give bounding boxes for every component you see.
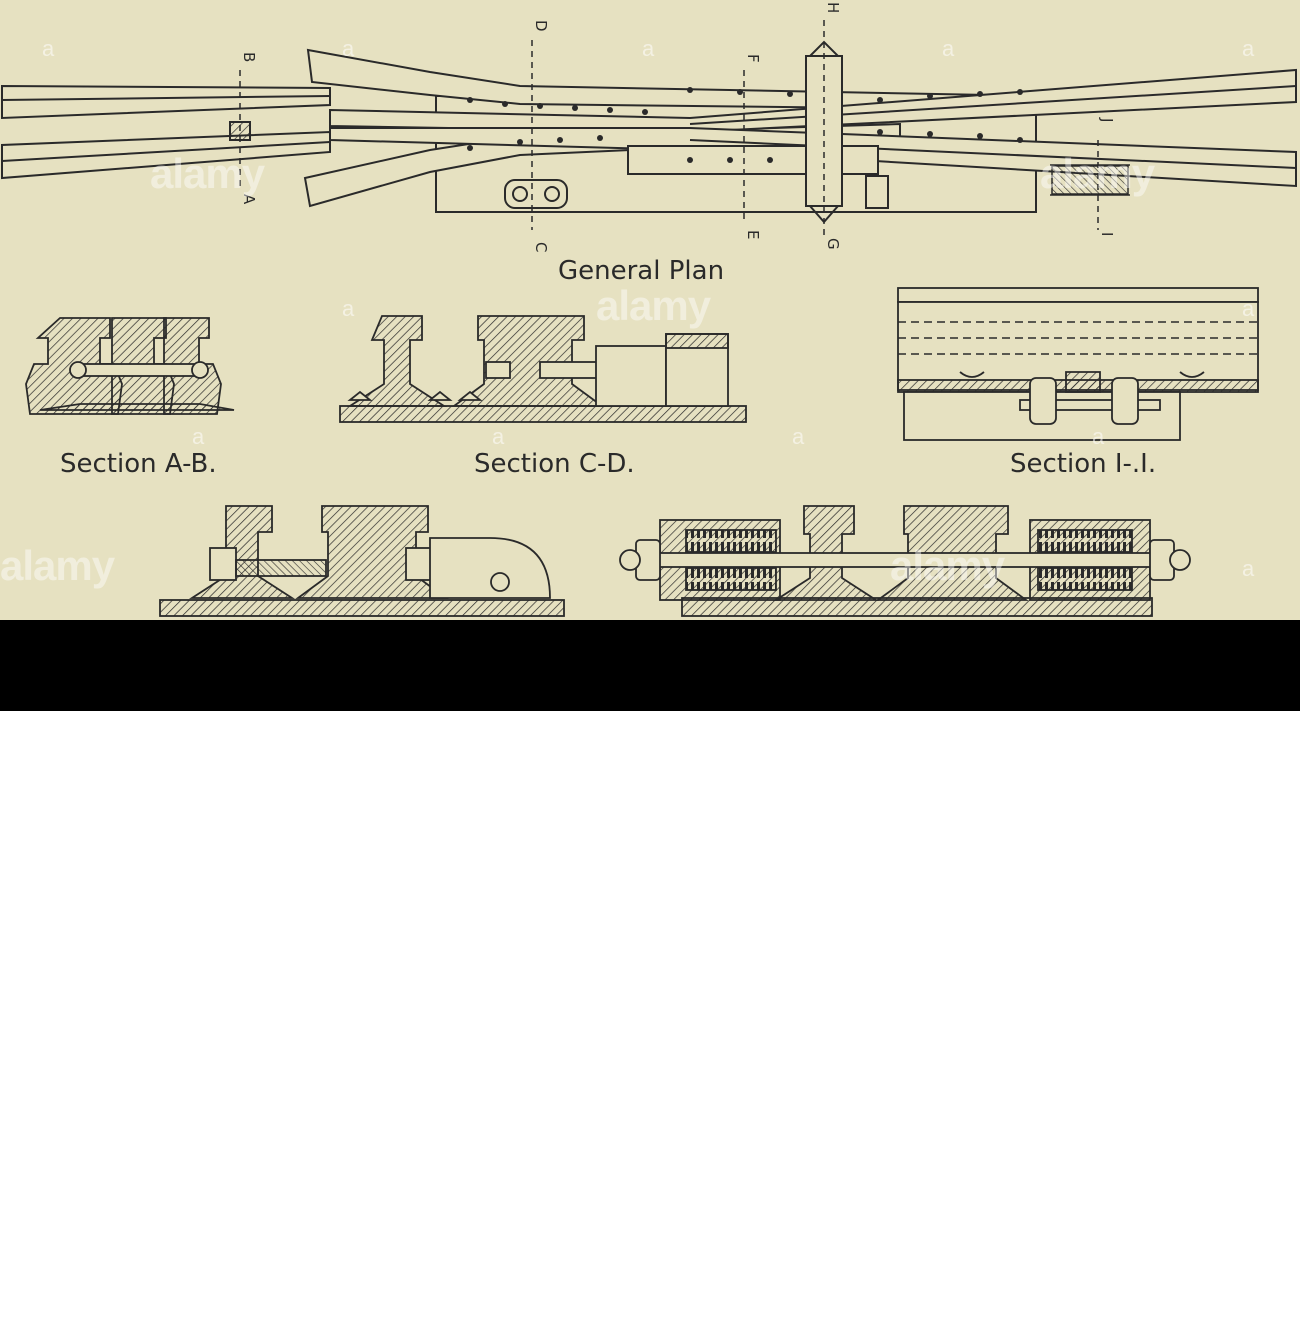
- site-url: www.alamy.com: [1086, 1295, 1244, 1320]
- cut-letter-i: I: [1098, 232, 1116, 236]
- section-cd: [339, 315, 747, 423]
- cut-letter-f: F: [744, 54, 762, 63]
- watermark-mark: a: [492, 424, 505, 449]
- cut-letter-a: A: [240, 194, 258, 205]
- section-ab-caption: Section A-B.: [60, 449, 217, 479]
- left-rail-upper: [1, 84, 331, 120]
- watermark-mark: a: [42, 36, 55, 61]
- cut-letter-d: D: [532, 20, 550, 32]
- general-plan-caption: General Plan: [558, 256, 724, 286]
- watermark-mark: a: [342, 296, 355, 321]
- cut-letter-h: H: [824, 2, 842, 13]
- image-reference: 2CGYYBW www.alamy.com: [1087, 1263, 1244, 1323]
- cut-letter-e: E: [744, 230, 762, 239]
- section-gh: [619, 505, 1191, 617]
- watermark-mark: a: [1242, 556, 1255, 581]
- section-ef: [159, 505, 565, 617]
- point-rail-right-up: [329, 68, 1297, 134]
- watermark-text: alamy: [150, 150, 265, 197]
- cut-letter-b: B: [240, 52, 258, 62]
- watermark-mark: a: [342, 36, 355, 61]
- watermark-text: alamy: [890, 542, 1005, 589]
- watermark-mark: a: [1242, 36, 1255, 61]
- watermark-text: alamy: [0, 542, 115, 589]
- section-ij: [897, 287, 1259, 441]
- alamy-logo: alamy: [46, 1257, 185, 1315]
- cut-letter-g: G: [824, 238, 842, 250]
- watermark-mark: a: [792, 424, 805, 449]
- section-ab: [25, 317, 235, 415]
- section-ij-caption: Section I-.I.: [1010, 449, 1156, 479]
- watermark-mark: a: [1092, 424, 1105, 449]
- railway-frog-drawing: B A D C F E H G J I General Plan Section…: [1, 2, 1297, 617]
- cut-letter-j: J: [1098, 117, 1116, 122]
- image-id: 2CGYYBW: [1133, 1265, 1244, 1290]
- left-rail-lower: [1, 130, 331, 180]
- footer-bar: alamy 2CGYYBW www.alamy.com: [0, 620, 1300, 1320]
- watermark-text: alamy: [1040, 150, 1155, 197]
- diagram-canvas: B A D C F E H G J I General Plan Section…: [0, 0, 1300, 620]
- watermark-mark: a: [1242, 296, 1255, 321]
- general-plan: [1, 20, 1297, 240]
- watermark-mark: a: [942, 36, 955, 61]
- cut-letter-c: C: [532, 242, 550, 252]
- watermark-text: alamy: [596, 282, 711, 329]
- clamp: [504, 179, 568, 209]
- section-cd-caption: Section C-D.: [474, 449, 635, 479]
- watermark-mark: a: [192, 424, 205, 449]
- watermark-mark: a: [642, 36, 655, 61]
